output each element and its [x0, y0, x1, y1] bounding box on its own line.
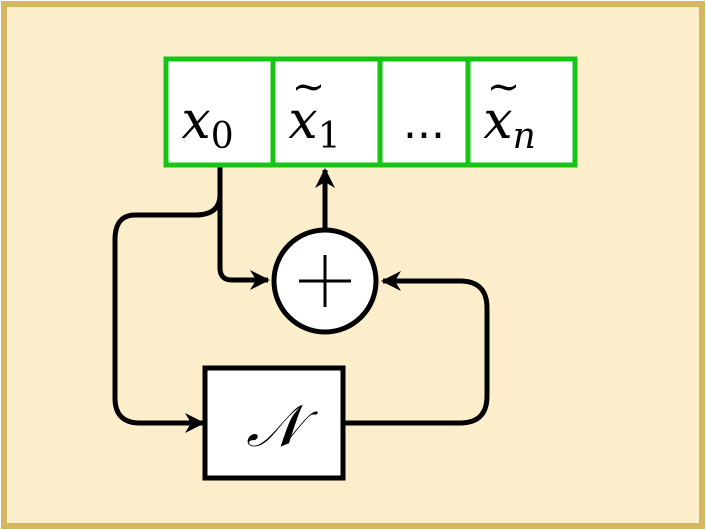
sequence-cell: [377, 56, 471, 168]
sequence-cell: [270, 56, 383, 168]
connectors: [112, 165, 490, 433]
network-to-adder-arrow: [343, 271, 490, 426]
cell-label: x0: [181, 91, 233, 157]
cell-label: xn: [483, 91, 536, 157]
tilde-accent: ~: [292, 64, 326, 110]
sequence-cell: [163, 56, 276, 168]
x0-to-network-arrow: [112, 194, 223, 433]
adder-node: [271, 227, 379, 335]
x0-to-adder-arrow: [217, 165, 270, 290]
ellipsis-label: ...: [403, 98, 445, 149]
tilde-accent: ~: [487, 64, 521, 110]
network-node: 𝒩: [202, 365, 346, 481]
network-box: [202, 365, 346, 481]
cell-label: x1: [288, 91, 340, 157]
sequence-cell: [465, 56, 578, 168]
